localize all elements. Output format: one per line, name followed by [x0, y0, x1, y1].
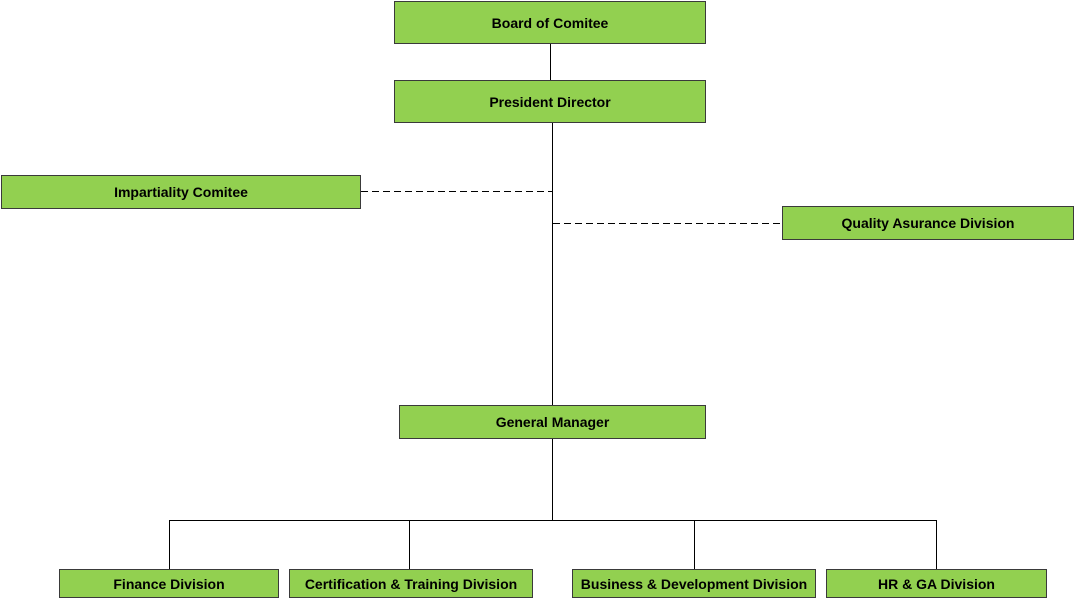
node-label: President Director [489, 93, 611, 110]
node-label: Finance Division [113, 575, 225, 592]
node-label: Impartiality Comitee [114, 184, 248, 200]
node-president-director: President Director [394, 80, 706, 123]
node-quality-asurance-division: Quality Asurance Division [782, 206, 1074, 240]
node-business-development-division: Business & Development Division [572, 569, 816, 598]
node-label: Business & Development Division [580, 575, 808, 592]
node-label: Board of Comitee [491, 14, 609, 31]
node-label: HR & GA Division [878, 575, 995, 592]
node-finance-division: Finance Division [59, 569, 279, 598]
node-general-manager: General Manager [399, 405, 706, 439]
node-hr-ga-division: HR & GA Division [826, 569, 1047, 598]
node-board-of-comitee: Board of Comitee [394, 1, 706, 44]
node-label: Certification & Training Division [304, 575, 518, 592]
node-certification-training-division: Certification & Training Division [289, 569, 533, 598]
node-label: General Manager [495, 414, 610, 430]
node-label: Quality Asurance Division [841, 215, 1015, 231]
node-impartiality-comitee: Impartiality Comitee [1, 175, 361, 209]
